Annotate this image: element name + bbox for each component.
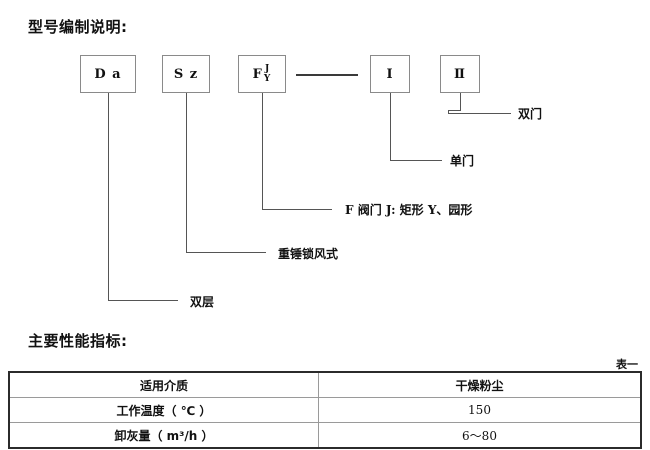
table-cell-label: 工作温度（ ℃ ）: [8, 397, 319, 423]
code-box-sz: S z: [162, 55, 210, 93]
code-box-f-denominator: Y: [263, 73, 272, 84]
leader-zhongchui-horizontal: [186, 252, 266, 253]
annotation-zhongchui: 重锤锁风式: [278, 247, 339, 261]
table-cell-value: 干燥粉尘: [318, 371, 642, 398]
leader-danmen-horizontal: [390, 160, 442, 161]
code-box-sz-label: S z: [173, 66, 199, 82]
page-title-performance: 主要性能指标:: [28, 332, 128, 350]
leader-shuangmen-vertical-upper: [460, 93, 461, 110]
leader-famen-vertical: [262, 93, 263, 210]
code-box-da-label: D a: [94, 66, 122, 82]
code-box-da: D a: [80, 55, 136, 93]
leader-shuangmen-vertical-lower: [448, 110, 449, 114]
connector-dash: [296, 74, 358, 76]
code-box-roman-two-label: Ⅱ: [454, 66, 466, 82]
table-cell-label: 适用介质: [8, 371, 319, 398]
annotation-shuangceng: 双层: [190, 295, 215, 309]
annotation-danmen: 单门: [450, 154, 475, 168]
table-cell-value: 6～80: [318, 422, 642, 449]
table-cell-label: 卸灰量（ m³/h ）: [8, 422, 319, 449]
code-box-f-label: F: [252, 66, 263, 82]
page-title-model-coding: 型号编制说明:: [28, 18, 128, 36]
leader-shuangmen-horizontal: [448, 113, 511, 114]
code-box-roman-one-label: Ⅰ: [386, 66, 394, 82]
table-row: 卸灰量（ m³/h ） 6～80: [8, 422, 642, 449]
annotation-famen: F 阀门 J: 矩形 Y、园形: [345, 203, 473, 217]
table-cell-value: 150: [318, 397, 642, 423]
leader-danmen-vertical: [390, 93, 391, 161]
leader-famen-horizontal: [262, 209, 332, 210]
code-box-f-numerator: J: [264, 63, 271, 74]
annotation-shuangmen: 双门: [518, 107, 543, 121]
code-box-roman-one: Ⅰ: [370, 55, 410, 93]
leader-zhongchui-vertical: [186, 93, 187, 253]
table-row: 适用介质 干燥粉尘: [8, 371, 642, 398]
performance-table: 适用介质 干燥粉尘 工作温度（ ℃ ） 150 卸灰量（ m³/h ） 6～80: [8, 371, 642, 449]
table-caption: 表一: [616, 358, 638, 371]
code-box-roman-two: Ⅱ: [440, 55, 480, 93]
leader-shuangceng-horizontal: [108, 300, 178, 301]
leader-shuangmen-jog: [448, 110, 461, 111]
table-row: 工作温度（ ℃ ） 150: [8, 397, 642, 423]
leader-shuangceng-vertical: [108, 93, 109, 301]
